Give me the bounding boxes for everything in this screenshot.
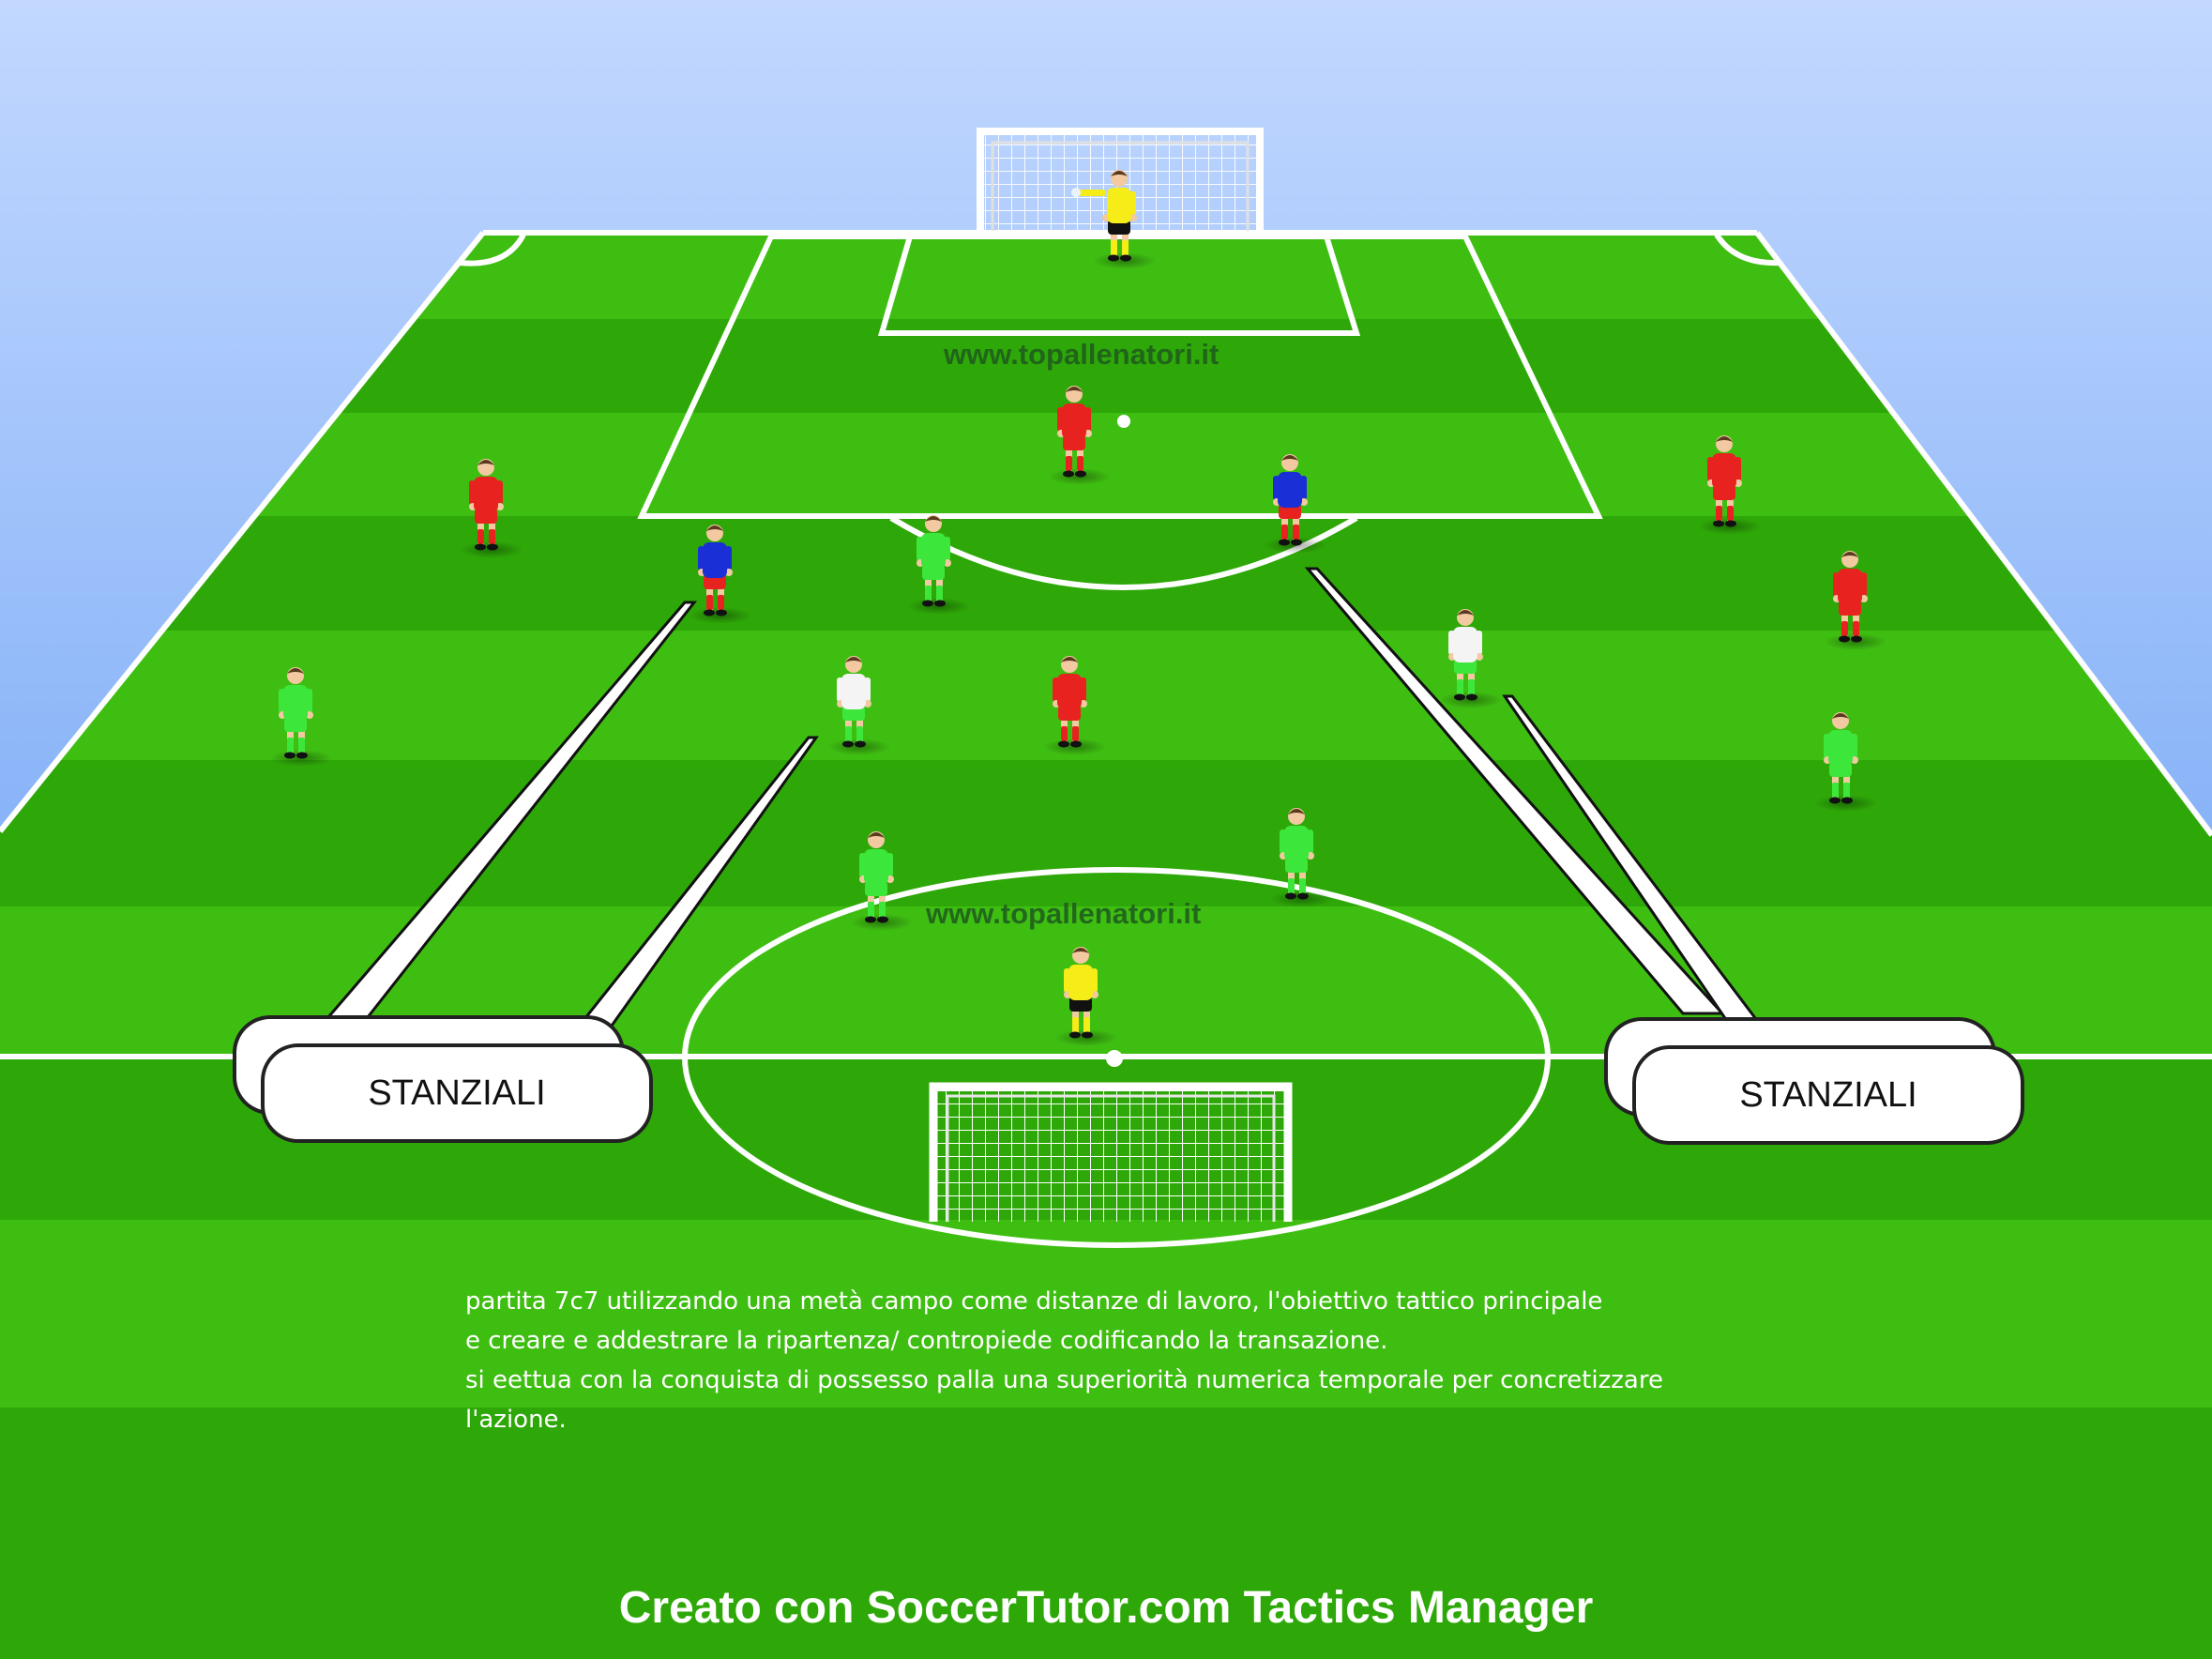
touchline-left xyxy=(0,231,486,833)
player-goalkeeper-goalkeeper-top xyxy=(1071,170,1157,269)
player-green xyxy=(1814,712,1878,812)
goal-area xyxy=(878,234,1361,336)
goal-bottom-icon xyxy=(929,1082,1293,1222)
callout-left: STANZIALI xyxy=(261,1043,653,1143)
player-red xyxy=(1043,656,1107,755)
player-green xyxy=(269,667,333,767)
footer-credit: Creato con SoccerTutor.com Tactics Manag… xyxy=(618,1583,1594,1633)
player-goalkeeper-goalkeeper-bottom xyxy=(1054,947,1118,1046)
description-line: partita 7c7 utilizzando una metà campo c… xyxy=(465,1287,1603,1316)
player-blue xyxy=(689,525,752,624)
grass xyxy=(0,233,2212,1659)
player-red xyxy=(1824,551,1887,650)
pointer-left-1 xyxy=(325,601,698,1019)
callout-pointers xyxy=(325,567,1777,1043)
player-red xyxy=(1698,435,1762,535)
corner-arc-right xyxy=(1714,233,1781,266)
penalty-spot xyxy=(1117,415,1130,428)
corner-arc-left xyxy=(459,233,526,266)
player-red xyxy=(460,459,523,558)
player-red xyxy=(1048,386,1112,485)
center-circle xyxy=(682,867,1551,1248)
player-green xyxy=(907,515,971,615)
player-white xyxy=(827,656,891,755)
grass-stripe xyxy=(413,233,1823,319)
player-white xyxy=(1439,609,1503,708)
grass-stripe xyxy=(254,413,1972,516)
grass-stripe xyxy=(0,1220,2212,1408)
players-layer xyxy=(269,170,1887,1046)
player-green xyxy=(1270,808,1334,907)
drill-description: partita 7c7 utilizzando una metà campo c… xyxy=(465,1282,1779,1439)
description-line: e creare e addestrare la ripartenza/ con… xyxy=(465,1327,1388,1355)
player-blue xyxy=(1264,454,1327,554)
watermark-top: www.topallenatori.it xyxy=(944,338,1220,371)
touchline-right xyxy=(1754,231,2212,837)
pointer-left-2 xyxy=(563,736,819,1043)
description-line: si eettua con la conquista di possesso p… xyxy=(465,1366,1663,1394)
pointer-right-2 xyxy=(1502,694,1777,1043)
callout-right: STANZIALI xyxy=(1632,1045,2024,1145)
description-line: l'azione. xyxy=(465,1406,567,1434)
watermark-center: www.topallenatori.it xyxy=(926,897,1202,930)
center-spot xyxy=(1106,1050,1123,1067)
player-green xyxy=(850,831,914,931)
